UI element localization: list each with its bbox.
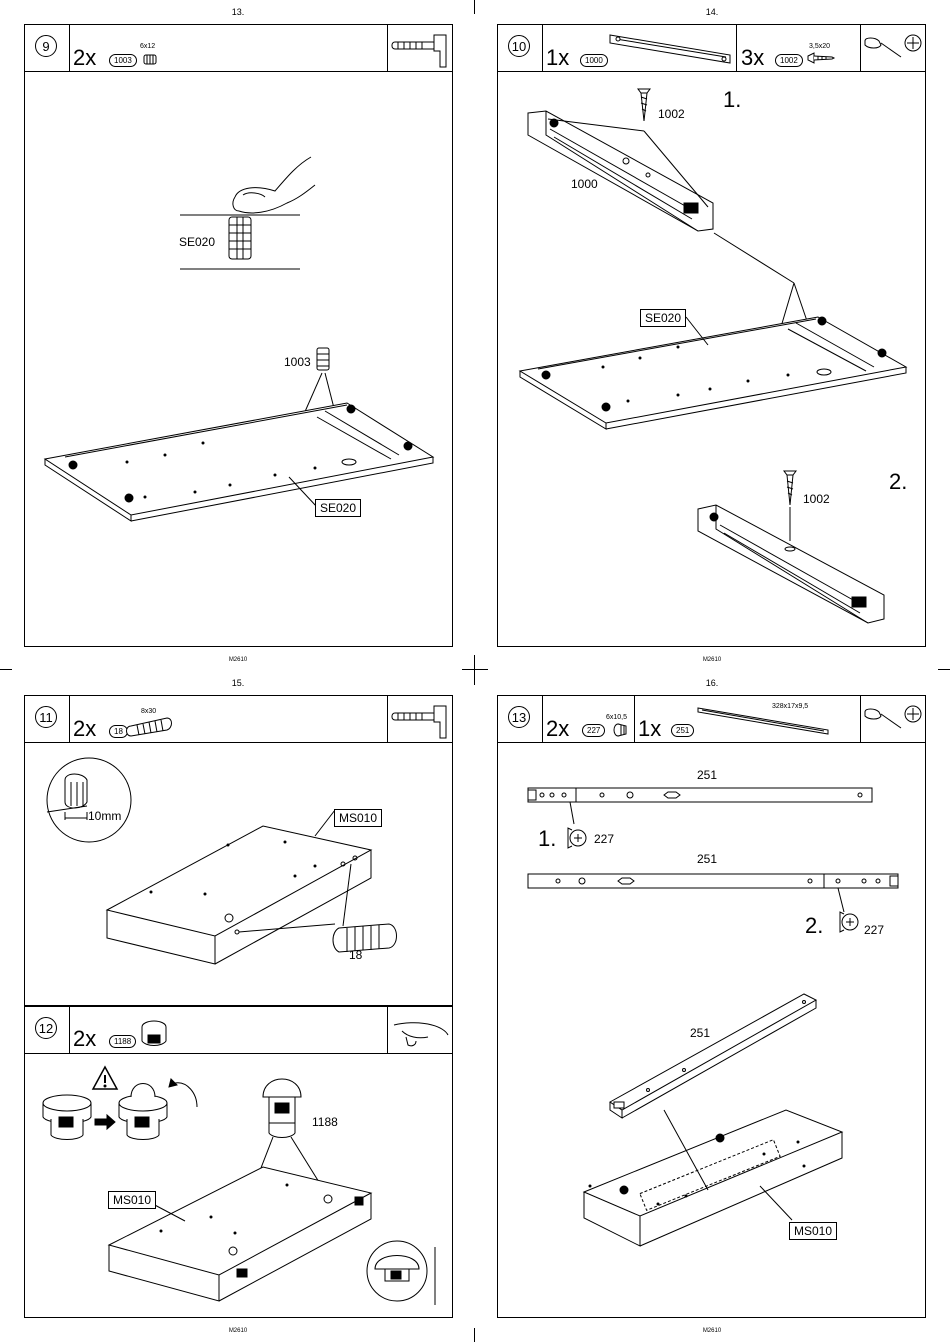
page-number-13: 13. <box>198 7 278 17</box>
runner-label-251-2: 251 <box>697 852 717 866</box>
step-13-illustration <box>498 696 927 1319</box>
step-11-illustration <box>25 696 454 1007</box>
step-13-panel: 13 2x 227 6x10,5 1x 251 328x17x9,5 <box>497 695 926 1318</box>
page-number-15: 15. <box>198 678 278 688</box>
callout-se020: SE020 <box>640 309 686 327</box>
page-number-14: 14. <box>672 7 752 17</box>
model-code-14: M2610 <box>672 657 752 663</box>
callout-18: 18 <box>349 948 362 962</box>
callout-se020: SE020 <box>315 499 361 517</box>
step-11-panel: 11 2x 18 8x30 <box>24 695 453 1006</box>
callout-ms010: MS010 <box>789 1222 837 1240</box>
part-label-se020: SE020 <box>179 235 215 249</box>
substep-2: 2. <box>805 913 823 939</box>
screw-label-227-1: 227 <box>594 832 614 846</box>
crop-mark <box>938 669 950 670</box>
callout-1188: 1188 <box>312 1115 338 1129</box>
model-code-16: M2610 <box>672 1328 752 1334</box>
crop-mark <box>462 669 488 670</box>
callout-1000: 1000 <box>571 177 598 191</box>
measure-10mm: 10mm <box>88 809 121 823</box>
substep-2: 2. <box>889 469 907 495</box>
step-9-panel: 9 2x 1003 6x12 <box>24 24 453 647</box>
substep-1: 1. <box>538 826 556 852</box>
callout-ms010: MS010 <box>334 809 382 827</box>
callout-1002-second: 1002 <box>803 492 830 506</box>
callout-1003: 1003 <box>284 355 311 369</box>
model-code-15: M2610 <box>198 1328 278 1334</box>
crop-mark <box>474 1328 475 1342</box>
callout-ms010: MS010 <box>108 1191 156 1209</box>
callout-1002: 1002 <box>658 107 685 121</box>
screw-label-227-2: 227 <box>864 923 884 937</box>
crop-mark <box>0 669 12 670</box>
step-12-illustration <box>25 1007 454 1319</box>
runner-label-251-3: 251 <box>690 1026 710 1040</box>
crop-mark <box>474 0 475 14</box>
step-12-panel: 12 2x 1188 <box>24 1006 453 1318</box>
page-number-16: 16. <box>672 678 752 688</box>
runner-label-251-1: 251 <box>697 768 717 782</box>
crop-mark <box>474 655 475 685</box>
step-9-illustration <box>25 25 454 648</box>
step-10-panel: 10 1x 1000 3x 1002 3,5x20 <box>497 24 926 647</box>
step-10-illustration <box>498 25 927 648</box>
model-code-13: M2610 <box>198 657 278 663</box>
substep-1: 1. <box>723 87 741 113</box>
